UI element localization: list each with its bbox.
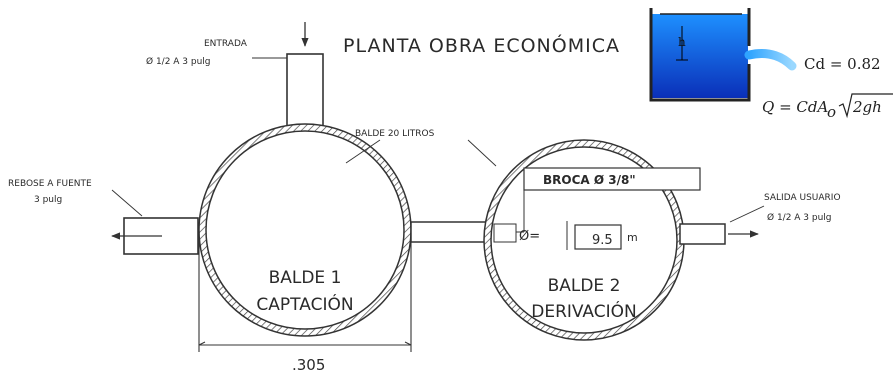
svg-text:SALIDA USUARIO: SALIDA USUARIO [764, 193, 841, 203]
dimension-line [198, 341, 412, 346]
inlet-label: ENTRADA Ø 1/2 A 3 pulg [146, 39, 287, 67]
overflow-label: REBOSE A FUENTE 3 pulg [8, 179, 143, 217]
svg-text:2gh: 2gh [852, 98, 882, 116]
inlet-pipe [286, 22, 324, 131]
drill-value-box [566, 221, 622, 250]
svg-text:Ø 1/2 A 3 pulg: Ø 1/2 A 3 pulg [146, 56, 211, 67]
inset-tank [649, 8, 797, 102]
bucket-1 [198, 123, 412, 352]
bucket-2-role: DERIVACIÓN [531, 300, 637, 322]
connector-pipe [410, 221, 494, 243]
dimension-value: .305 [292, 356, 325, 373]
outlet-pipe [679, 223, 759, 245]
diagram-title: PLANTA OBRA ECONÓMICA [343, 33, 620, 57]
svg-text:Ø 1/2 A 3 pulg: Ø 1/2 A 3 pulg [767, 212, 832, 223]
svg-text:3 pulg: 3 pulg [34, 195, 62, 205]
bucket-1-role: CAPTACIÓN [256, 293, 353, 315]
svg-text:ENTRADA: ENTRADA [204, 39, 248, 49]
svg-text:BALDE 20 LITROS: BALDE 20 LITROS [355, 129, 435, 139]
overflow-pipe [111, 217, 199, 255]
bucket-1-name: BALDE 1 [269, 268, 342, 288]
outlet-label: SALIDA USUARIO Ø 1/2 A 3 pulg [729, 193, 841, 223]
drill-unit: m [627, 231, 638, 244]
inset-head-symbol: h [678, 35, 686, 49]
drill-callout: BROCA Ø 3/8" [493, 167, 701, 243]
discharge-coefficient: Cd = 0.82 [804, 55, 881, 73]
svg-text:o: o [827, 103, 836, 121]
svg-text:BROCA Ø 3/8": BROCA Ø 3/8" [543, 173, 636, 187]
orifice-formula: Q = CdA o 2gh [762, 93, 893, 121]
bucket-2-name: BALDE 2 [548, 276, 621, 296]
drill-value: 9.5 [592, 233, 613, 248]
svg-text:REBOSE A FUENTE: REBOSE A FUENTE [8, 179, 92, 189]
drill-diameter-symbol: Ø= [519, 229, 540, 244]
svg-text:Q = CdA: Q = CdA [762, 98, 828, 116]
bucket-note: BALDE 20 LITROS [345, 129, 497, 167]
